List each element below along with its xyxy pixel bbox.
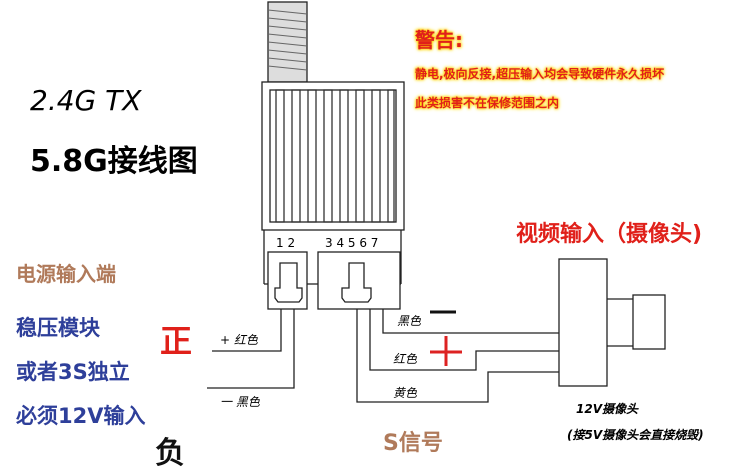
title-tx: 2.4G TX bbox=[30, 84, 142, 117]
warning-line1: 静电,极向反接,超压输入均会导致硬件永久损坏 bbox=[415, 67, 665, 81]
yellow-wire-label: 黄色 bbox=[393, 386, 418, 400]
black-wire-label: 黑色 bbox=[397, 314, 422, 328]
power-line-1: 稳压模块 bbox=[16, 316, 100, 340]
warning-line2: 此类损害不在保修范围之内 bbox=[415, 96, 560, 110]
pin-labels-video: 3 4 5 6 7 bbox=[325, 236, 379, 250]
minus-black-wire-label: 一 黑色 bbox=[220, 395, 260, 409]
plus-sign-icon bbox=[430, 336, 462, 366]
power-connector bbox=[267, 251, 308, 310]
s-signal-label: S信号 bbox=[383, 431, 443, 456]
warning-heading: 警告: bbox=[415, 28, 463, 52]
video-connector bbox=[317, 251, 401, 310]
pin-labels-power: 1 2 bbox=[276, 236, 296, 250]
power-heading: 电源输入端 bbox=[16, 262, 116, 286]
red-wire-label: 红色 bbox=[393, 352, 418, 366]
plus-red-wire-label: + 红色 bbox=[220, 333, 258, 347]
tx-module-body bbox=[261, 81, 405, 285]
camera bbox=[558, 258, 666, 387]
camera-note: (接5V摄像头会直接烧毁) bbox=[567, 428, 704, 442]
title-diagram: 5.8G接线图 bbox=[30, 144, 198, 179]
video-wires bbox=[356, 309, 559, 403]
power-line-3: 必须12V输入 bbox=[16, 404, 146, 428]
positive-label: 正 bbox=[160, 322, 193, 360]
power-wires bbox=[207, 309, 295, 389]
antenna-connector bbox=[267, 1, 308, 83]
video-heading: 视频输入（摄像头) bbox=[516, 222, 703, 247]
negative-label: 负 bbox=[155, 436, 185, 471]
camera-label: 12V摄像头 bbox=[576, 402, 638, 416]
power-line-2: 或者3S独立 bbox=[16, 360, 130, 384]
